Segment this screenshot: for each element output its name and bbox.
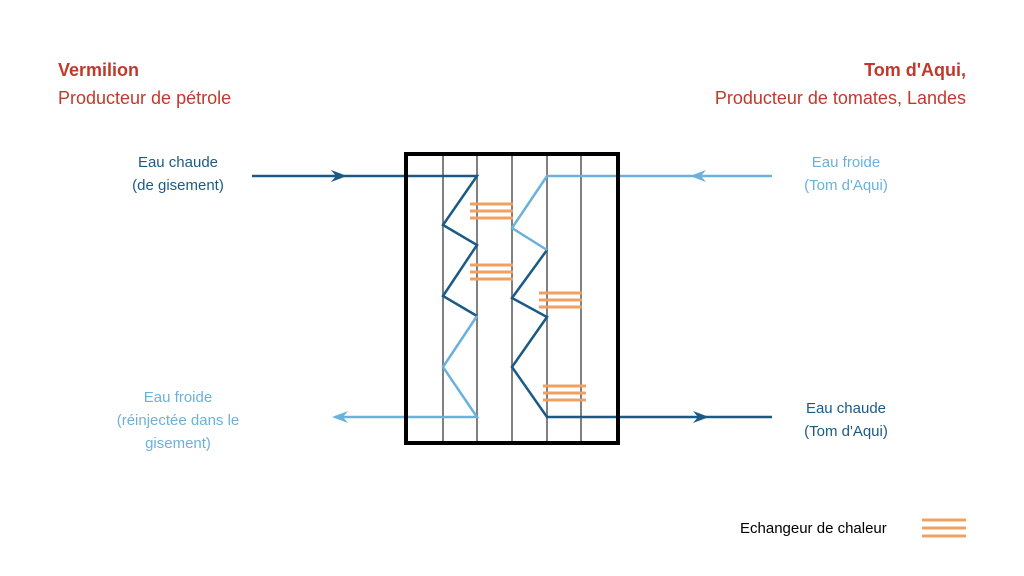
cold-water-in-line-2: (Tom d'Aqui): [804, 177, 888, 194]
cold-water-out-line-3: gisement): [145, 435, 211, 452]
hot-water-in-line-2: (de gisement): [132, 177, 224, 194]
left-company-name: Vermilion: [58, 60, 140, 80]
exchanger-symbol-3: [539, 291, 582, 309]
cold-out-arrow-icon: [332, 411, 348, 423]
cold-water-out-line-2: (réinjectée dans le: [116, 412, 240, 429]
left-company-subtitle: Producteur de pétrole: [58, 88, 232, 108]
exchanger-frame: [404, 152, 620, 445]
hot-water-out-label: Eau chaude (Tom d'Aqui): [786, 397, 906, 443]
hot-water-flow: [252, 174, 772, 419]
exchanger-symbol-4: [543, 384, 586, 402]
cold-water-in-label: Eau froide (Tom d'Aqui): [786, 151, 906, 197]
hot-out-arrow-icon: [693, 411, 709, 423]
legend-label: Echangeur de chaleur: [740, 520, 887, 537]
hot-water-out-line-1: Eau chaude: [805, 400, 887, 417]
exchanger-symbols: [470, 202, 966, 538]
cold-water-out-label: Eau froide (réinjectée dans le gisement): [98, 386, 258, 455]
hot-in-arrow-icon: [331, 170, 347, 182]
legend-exchanger-icon: [922, 518, 966, 538]
hot-flow-right-path: [510, 249, 772, 419]
cold-water-in-line-1: Eau froide: [811, 154, 881, 171]
right-company-subtitle: Producteur de tomates, Landes: [714, 88, 966, 108]
cold-water-flow: [335, 174, 772, 419]
hot-flow-left-path: [252, 174, 480, 318]
exchanger-symbol-2: [470, 263, 513, 281]
cold-flow-right-path: [510, 174, 772, 252]
cold-water-out-line-1: Eau froide: [143, 389, 213, 406]
exchanger-symbol-1: [470, 202, 513, 220]
cold-in-arrow-icon: [690, 170, 706, 182]
hot-water-in-label: Eau chaude (de gisement): [118, 151, 238, 197]
hot-water-in-line-1: Eau chaude: [137, 154, 219, 171]
hot-water-out-line-2: (Tom d'Aqui): [804, 423, 888, 440]
right-company-name: Tom d'Aqui,: [864, 60, 966, 80]
